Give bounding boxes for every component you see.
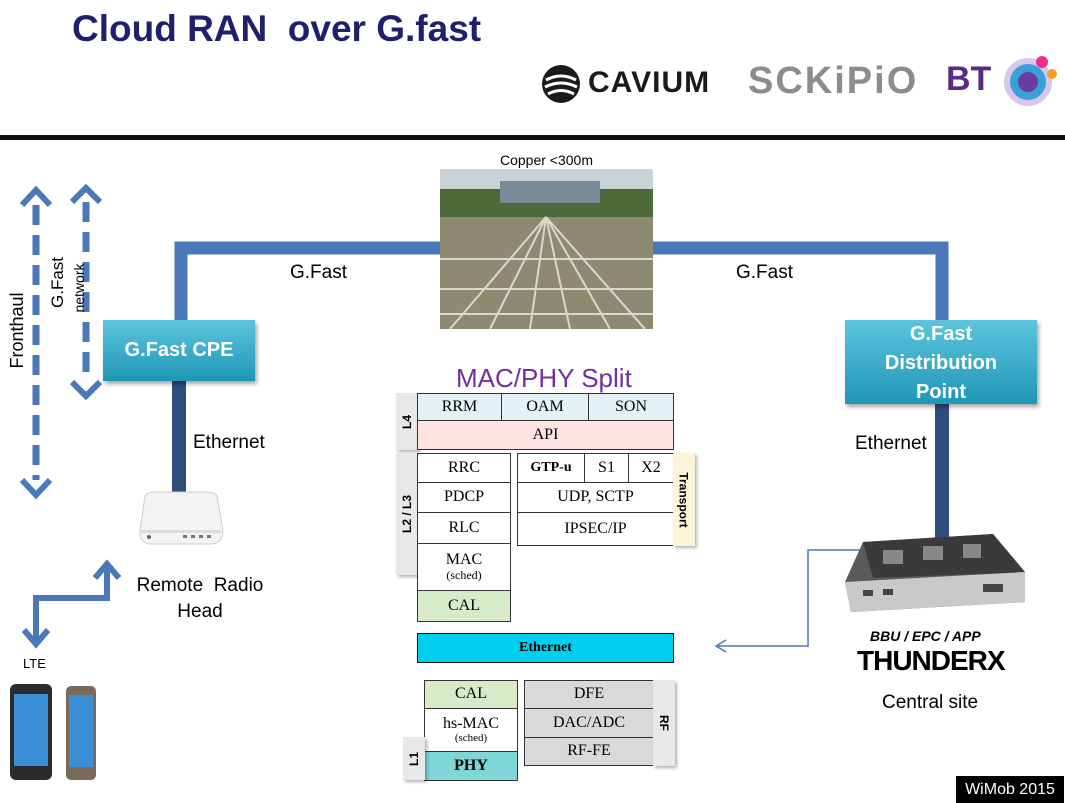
dp-line2: Distribution [884, 352, 998, 374]
ethernet-bar: Ethernet [417, 633, 674, 663]
l1-tab-label: L1 [406, 751, 421, 766]
bt-globe-icon [1004, 56, 1057, 106]
gfast-network-label-line2: network [71, 263, 87, 313]
s1-cell: S1 [584, 453, 629, 483]
rlc-cell: RLC [417, 512, 511, 544]
remote-radio-head-device [135, 490, 225, 548]
l2l3-tab: L2 / L3 [396, 453, 418, 575]
rf-tab: RF [653, 680, 675, 766]
ethernet-left-label: Ethernet [193, 432, 265, 453]
cal-top-cell: CAL [417, 590, 511, 622]
dp-line3: Point [916, 381, 966, 403]
slide-title: Cloud RAN over G.fast [72, 8, 482, 49]
central-site-to-ethernet-arrow [714, 549, 860, 653]
lte-arrow [21, 559, 122, 649]
central-site-label: Central site [882, 692, 979, 713]
lte-label: LTE [23, 656, 46, 671]
phy-cell: PHY [424, 751, 518, 781]
l1-tab: L1 [403, 737, 425, 780]
rrh-label-line1: Remote Radio [136, 575, 264, 596]
mac-sched-label: (sched) [446, 568, 482, 583]
l4-tab-label: L4 [399, 414, 414, 429]
fronthaul-label: Fronthaul [7, 292, 27, 369]
rrm-cell: RRM [417, 393, 502, 421]
transport-tab: Transport [673, 453, 695, 546]
dp-line1: G.Fast [909, 323, 973, 345]
l4-tab: L4 [396, 393, 418, 450]
rf-fe-cell: RF-FE [524, 737, 654, 766]
hs-mac-label: hs-MAC [442, 714, 499, 732]
gfast-network-label-line1: G.Fast [48, 256, 67, 308]
gfast-cpe-box: G.Fast CPE [103, 320, 255, 381]
x2-cell: X2 [628, 453, 674, 483]
gfast-left-label: G.Fast [290, 262, 348, 283]
son-cell: SON [588, 393, 674, 421]
cavium-logo-text: CAVIUM [588, 66, 711, 99]
gfast-right-label: G.Fast [736, 262, 794, 283]
bt-logo: BT [946, 50, 1058, 110]
hs-mac-cell: hs-MAC (sched) [424, 708, 518, 752]
dfe-cell: DFE [524, 680, 654, 709]
transport-tab-label: Transport [677, 471, 691, 528]
l2l3-tab-label: L2 / L3 [400, 494, 415, 534]
oam-cell: OAM [501, 393, 589, 421]
cavium-swirl-icon [542, 65, 580, 103]
gfast-distribution-point-box: G.Fast Distribution Point [845, 320, 1037, 404]
remote-radio-head-label: Remote Radio Head [130, 573, 270, 625]
pdcp-cell: PDCP [417, 482, 511, 513]
copper-label: Copper <300m [500, 152, 594, 168]
header-divider [0, 135, 1065, 140]
ipsec-ip-cell: IPSEC/IP [517, 512, 674, 546]
gfast-network-label-2-wrap: network [70, 262, 88, 317]
rrc-cell: RRC [417, 453, 511, 483]
fronthaul-label-wrap: Fronthaul [5, 290, 29, 370]
rrh-label-line2: Head [177, 601, 223, 622]
gtpu-cell: GTP-u [517, 453, 585, 483]
thunderx-server [843, 532, 1028, 622]
api-cell: API [417, 420, 674, 450]
gfast-network-label-1-wrap: G.Fast [47, 256, 69, 308]
copper-field-photo [440, 169, 653, 329]
wimob-badge: WiMob 2015 [956, 776, 1064, 803]
mac-label: MAC [445, 551, 483, 569]
cal-bottom-cell: CAL [424, 680, 518, 709]
rf-tab-label: RF [657, 715, 671, 731]
udp-sctp-cell: UDP, SCTP [517, 482, 674, 513]
dac-adc-cell: DAC/ADC [524, 708, 654, 738]
hs-mac-sched-label: (sched) [454, 731, 488, 744]
mac-phy-split-title: MAC/PHY Split [456, 363, 632, 393]
thunderx-logo: THUNDERX [857, 645, 1006, 676]
sckipio-logo: SCKiPiO [748, 60, 919, 102]
gfast-network-arrow [69, 183, 103, 401]
bt-logo-text: BT [946, 60, 992, 98]
smartphones [10, 682, 98, 782]
fronthaul-arrow [19, 185, 53, 500]
ethernet-right-label: Ethernet [855, 433, 927, 454]
mac-cell: MAC (sched) [417, 543, 511, 591]
bbu-epc-app-label: BBU / EPC / APP [870, 628, 981, 644]
